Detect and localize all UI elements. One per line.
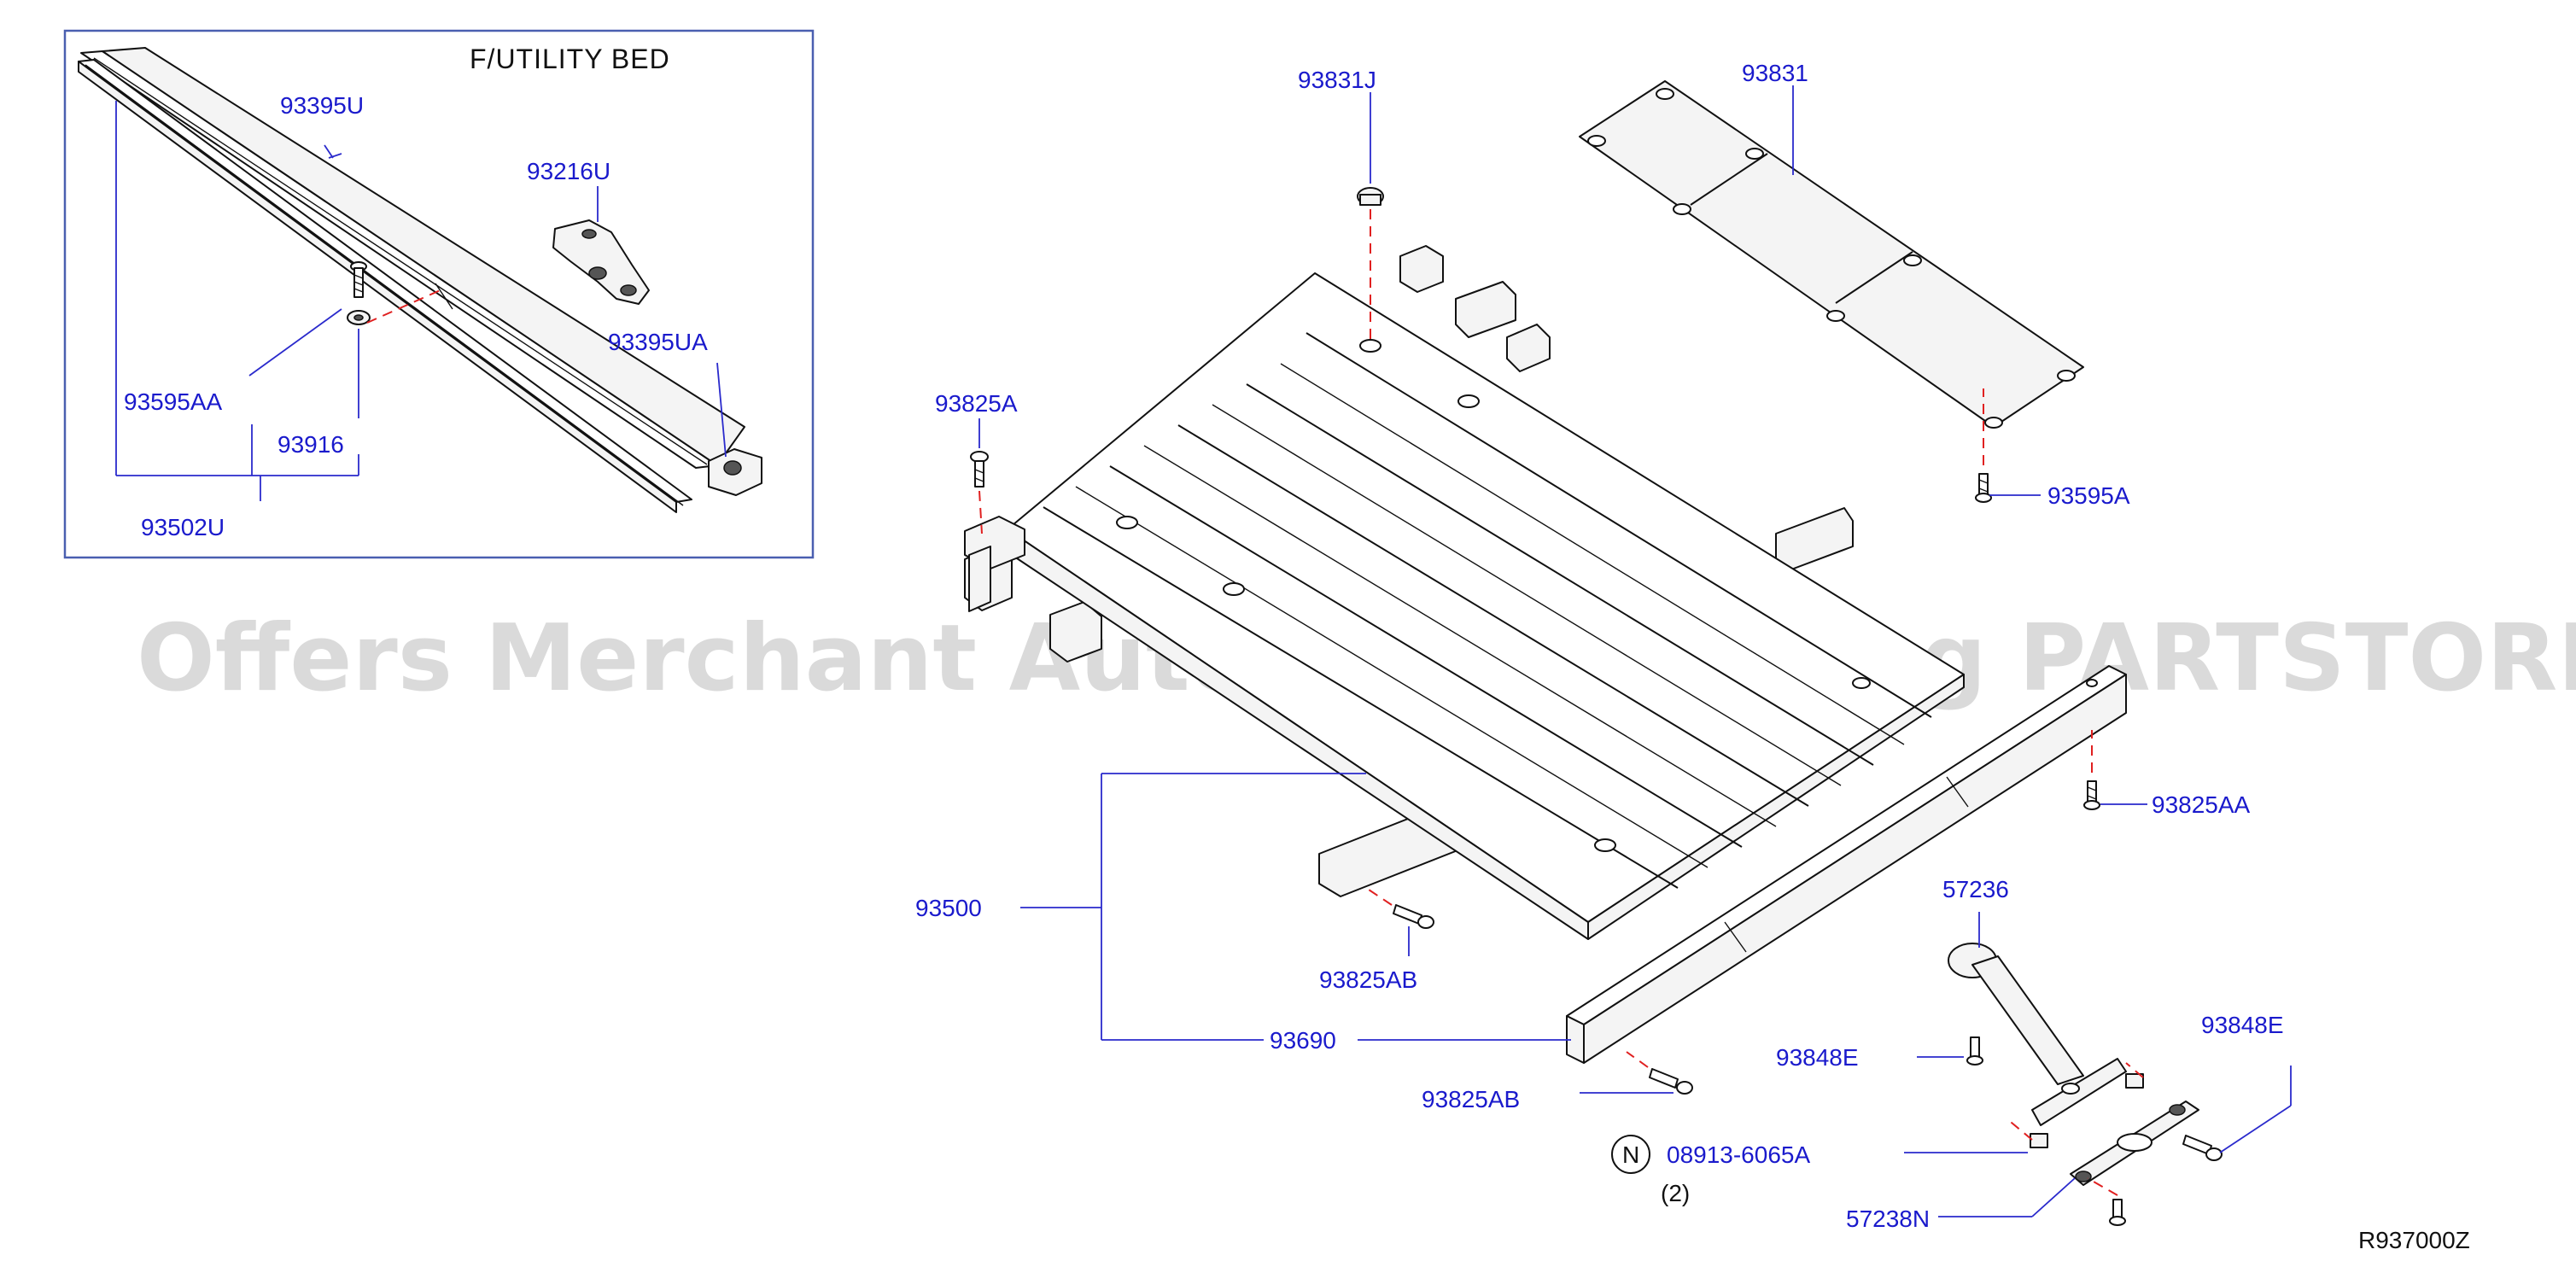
screw-93825AA[interactable] [2083,780,2100,810]
bolt-93595A[interactable] [1975,473,1992,503]
bed-floor-93500[interactable] [964,245,1965,940]
inset-border [63,29,815,559]
screw-57238N-bottom[interactable] [2109,1199,2126,1226]
nut-08913-6065A[interactable] [2030,1073,2144,1148]
plate-93831[interactable] [1579,80,2084,429]
screw-93831J[interactable] [1357,187,1384,206]
screw-93825AB-upper[interactable] [1393,904,1434,929]
dashed-guide-clip [366,288,445,324]
dashed-guides [978,209,2144,1196]
screw-93848E-right[interactable] [2182,1135,2223,1161]
label-08913-qty: (2) [1661,1180,1690,1206]
label-93825AA[interactable]: 93825AA [2152,791,2251,818]
label-93825A[interactable]: 93825A [935,390,1018,417]
screw-93825AB-lower[interactable] [1649,1068,1693,1095]
label-93216U[interactable]: 93216U [527,158,610,184]
label-93595A[interactable]: 93595A [2047,482,2130,509]
label-93848E-left[interactable]: 93848E [1776,1044,1859,1071]
label-57238N[interactable]: 57238N [1846,1206,1930,1232]
label-93502U[interactable]: 93502U [141,514,225,540]
endcap-93395UA[interactable] [708,448,762,496]
leader-lines [978,85,2292,1217]
label-93825AB-upper[interactable]: 93825AB [1319,966,1417,993]
n-symbol: N [1622,1141,1639,1168]
label-93395U[interactable]: 93395U [280,92,364,119]
bolt-93595AA[interactable] [350,261,367,298]
washer-93916[interactable] [347,310,371,325]
label-93395UA[interactable]: 93395UA [608,329,708,355]
label-57236[interactable]: 57236 [1942,876,2009,902]
screw-93825A[interactable] [970,451,989,488]
cross-rail-93690[interactable] [1566,665,2127,1064]
carrier-57236[interactable] [1948,943,2127,1126]
label-93916[interactable]: 93916 [277,431,344,458]
label-93690[interactable]: 93690 [1270,1027,1336,1054]
screw-93848E-left[interactable] [1966,1036,1983,1066]
label-93595AA[interactable]: 93595AA [124,388,223,415]
rail-hole-mark [435,283,453,310]
n-symbol-circle [1611,1135,1650,1174]
rail-93502U [78,59,692,513]
inset-utility-bed: F/UTILITY BED [63,29,815,559]
diagram-code: R937000Z [2358,1227,2470,1253]
label-93500[interactable]: 93500 [915,895,982,921]
rail-93395U [80,47,745,469]
clip-93216U[interactable] [552,219,650,305]
bracket-57238N[interactable] [2070,1101,2199,1186]
inset-title: F/UTILITY BED [470,44,670,74]
label-93831J[interactable]: 93831J [1298,67,1376,93]
label-93848E-right[interactable]: 93848E [2201,1012,2284,1038]
label-93825AB-lower[interactable]: 93825AB [1422,1086,1520,1112]
label-93831[interactable]: 93831 [1742,60,1808,86]
label-08913-6065A[interactable]: 08913-6065A [1667,1141,1810,1168]
